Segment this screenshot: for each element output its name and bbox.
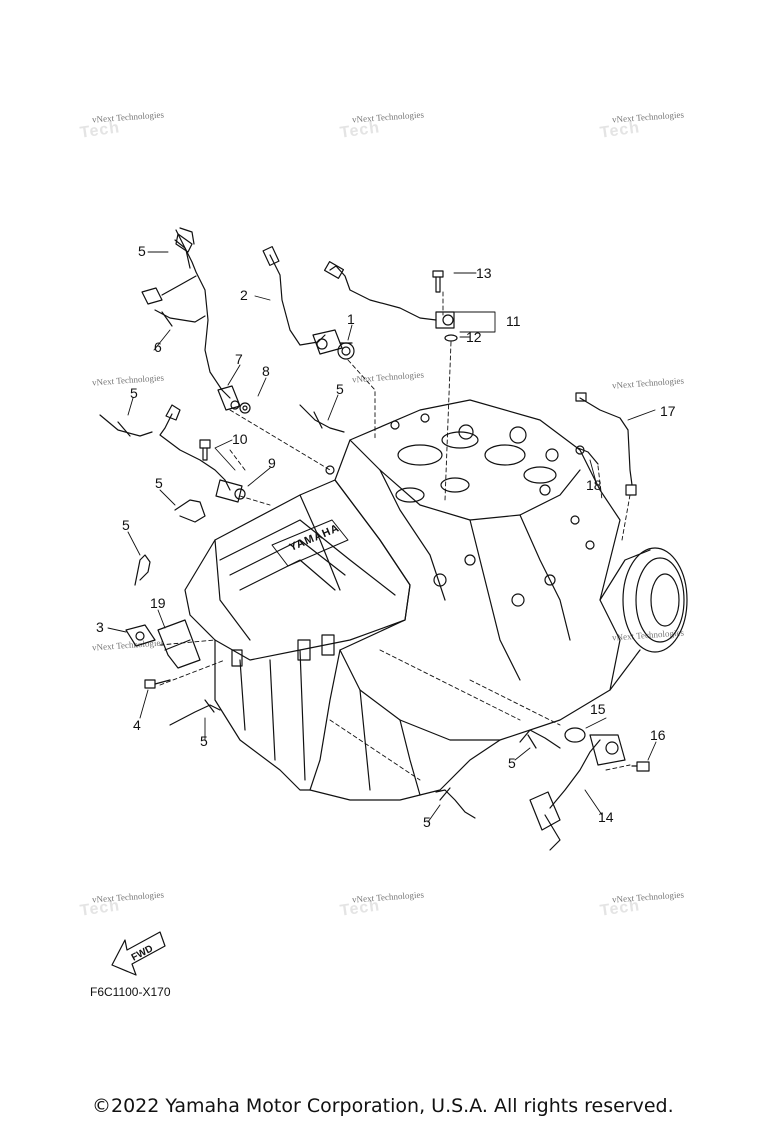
callout-17: 17 <box>660 403 676 419</box>
callout-13: 13 <box>476 265 492 281</box>
cable-tie-part-5 <box>99 414 153 437</box>
callout-14: 14 <box>598 809 614 825</box>
callout-2: 2 <box>240 287 248 303</box>
callout-10: 10 <box>232 431 248 447</box>
callout-5: 5 <box>200 733 208 749</box>
sensor-part-1 <box>337 342 355 360</box>
callout-5: 5 <box>508 755 516 771</box>
bolt-part-10 <box>199 439 211 461</box>
sensor-part-3 <box>125 624 156 647</box>
callout-3: 3 <box>96 619 104 635</box>
engine-block <box>184 399 688 801</box>
cable-tie-part-5 <box>134 554 151 586</box>
callout-12: 12 <box>466 329 482 345</box>
cable-tie-part-6 <box>154 309 206 327</box>
harness-part-14 <box>529 734 626 851</box>
cable-tie-part-5 <box>435 787 476 819</box>
callout-18: 18 <box>586 477 602 493</box>
callout-8: 8 <box>262 363 270 379</box>
fwd-arrow-icon <box>111 931 166 976</box>
copyright-notice: ©2022 Yamaha Motor Corporation, U.S.A. A… <box>92 1095 674 1117</box>
sensor-lead-part-2 <box>262 246 343 355</box>
callout-5: 5 <box>138 243 146 259</box>
cable-tie-part-5 <box>299 404 345 433</box>
cable-tie-part-5 <box>175 227 195 269</box>
cable-tie-part-5 <box>174 499 206 523</box>
callout-11: 11 <box>506 313 521 329</box>
bolt-part-13 <box>432 270 444 293</box>
callout-5: 5 <box>336 381 344 397</box>
bracket-part-19 <box>157 619 201 669</box>
callout-5: 5 <box>122 517 130 533</box>
callout-16: 16 <box>650 727 666 743</box>
harness-upper-left <box>141 233 241 411</box>
cable-tie-part-5 <box>519 729 561 749</box>
o-ring-part-15 <box>564 727 586 743</box>
diagram-code: F6C1100-X170 <box>90 985 171 999</box>
callout-19: 19 <box>150 595 166 611</box>
callout-7: 7 <box>235 351 243 367</box>
callout-5: 5 <box>155 475 163 491</box>
temp-sensor-part-17 <box>575 392 637 496</box>
callout-5: 5 <box>423 814 431 830</box>
callout-6: 6 <box>154 339 162 355</box>
harness-mid-left <box>159 404 246 503</box>
callout-4: 4 <box>133 717 141 733</box>
callout-5: 5 <box>130 385 138 401</box>
callout-15: 15 <box>590 701 606 717</box>
bolt-part-16 <box>631 761 650 772</box>
cable-tie-part-5 <box>169 699 221 726</box>
cam-sensor-part-11 <box>323 261 455 329</box>
bolt-part-4 <box>144 679 171 689</box>
callout-9: 9 <box>268 455 276 471</box>
callout-1: 1 <box>347 311 355 327</box>
o-ring-part-12 <box>444 334 458 342</box>
sensor-part-18 <box>575 445 599 465</box>
washer-part-8 <box>239 402 251 414</box>
